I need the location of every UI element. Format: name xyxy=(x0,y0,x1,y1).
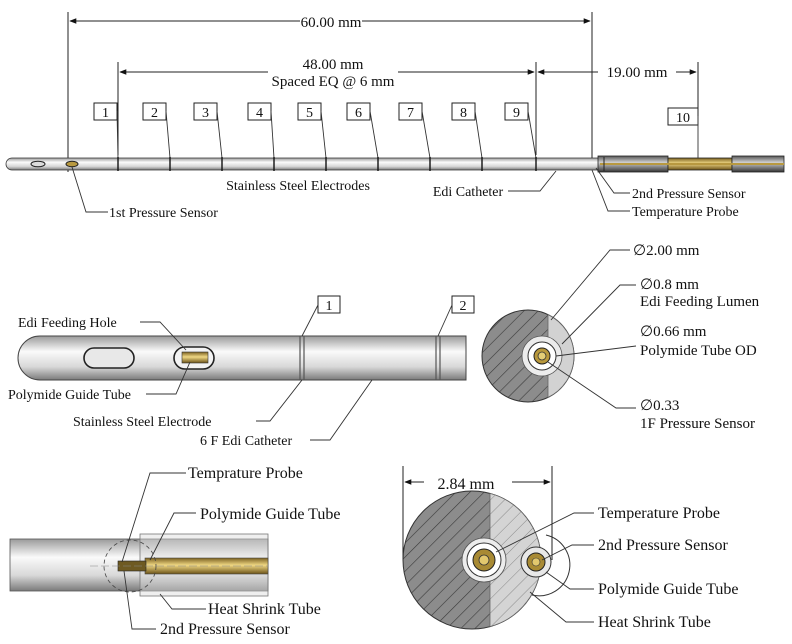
sensor-core xyxy=(537,351,547,361)
leader-pressure1 xyxy=(71,166,108,213)
leader-feeding-hole xyxy=(140,321,187,351)
label-guide-tube-bl: Polymide Guide Tube xyxy=(200,506,340,523)
dim-spacing-note: Spaced EQ @ 6 mm xyxy=(272,74,395,90)
electrode-number: 10 xyxy=(676,111,690,126)
label-tube-name: Polymide Tube OD xyxy=(640,343,757,359)
electrode-marker: 3 xyxy=(193,102,223,171)
electrode-marker: 4 xyxy=(247,102,275,171)
electrode-marker: 9 xyxy=(504,102,537,171)
leader-d-lumen xyxy=(561,284,636,345)
leader-pressure2 xyxy=(595,167,630,194)
leader-guide-tube-bl xyxy=(149,512,196,561)
label-heat-shrink-br: Heat Shrink Tube xyxy=(598,614,711,631)
catheter-body xyxy=(5,157,601,171)
pressure-sensor-enlarged xyxy=(181,351,209,364)
leader-catheter xyxy=(508,170,557,192)
label-sensor-name: 1F Pressure Sensor xyxy=(640,416,755,432)
label-temperature: Temperature Probe xyxy=(632,205,739,220)
label-temprature: Temprature Probe xyxy=(188,465,303,482)
feeding-hole xyxy=(30,160,46,168)
leader-temperature xyxy=(591,169,630,212)
dim-spacing-value: 48.00 mm xyxy=(303,57,364,73)
leader-temperature-br xyxy=(495,512,594,553)
label-d-tube: ∅0.66 mm xyxy=(640,324,707,340)
label-d-sensor: ∅0.33 xyxy=(640,398,679,414)
electrode-number: 5 xyxy=(306,106,313,121)
electrode-marker: 7 xyxy=(398,102,431,171)
label-guide-tube: Polymide Guide Tube xyxy=(8,388,131,403)
callout-2: 2 xyxy=(460,299,467,314)
label-pressure2-bl: 2nd Pressure Sensor xyxy=(160,621,290,638)
pressure-core-br xyxy=(531,557,541,567)
leader-pressure2-br xyxy=(541,544,594,561)
label-lumen-name: Edi Feeding Lumen xyxy=(640,294,760,310)
leader-catheter-6f xyxy=(310,379,373,441)
electrode-number: 7 xyxy=(407,106,414,121)
bottom-left-detail: Temprature Probe Polymide Guide Tube Hea… xyxy=(9,465,340,638)
electrode-number: 1 xyxy=(102,106,109,121)
electrode-marker: 6 xyxy=(346,102,379,171)
label-catheter: Edi Catheter xyxy=(433,185,504,200)
leader-d-sensor xyxy=(547,361,636,409)
callout-box-1 xyxy=(317,295,341,314)
label-heat-shrink-bl: Heat Shrink Tube xyxy=(208,601,321,618)
leader-temprature xyxy=(121,472,186,563)
label-electrode: Stainless Steel Electrode xyxy=(73,415,211,430)
label-pressure2-br: 2nd Pressure Sensor xyxy=(598,537,728,554)
leader-d-tube xyxy=(555,345,637,357)
label-pressure1: 1st Pressure Sensor xyxy=(109,206,218,221)
electrode-number: 6 xyxy=(355,106,362,121)
label-pressure2: 2nd Pressure Sensor xyxy=(632,187,746,202)
feeding-hole-enlarged xyxy=(83,347,135,369)
electrode-number: 3 xyxy=(202,106,209,121)
catheter-enlarged xyxy=(17,335,467,381)
leader-pressure2-bl xyxy=(123,570,156,630)
leader-guide-tube xyxy=(146,361,191,395)
leader-callout-2 xyxy=(437,304,453,337)
electrode-number: 9 xyxy=(513,106,520,121)
electrode-markers: 1 2 3 4 xyxy=(93,102,699,171)
dim-tip-text: 19.00 mm xyxy=(607,65,668,81)
top-view: 60.00 mm 48.00 mm Spaced EQ @ 6 mm 19.00… xyxy=(5,12,785,221)
electrode-number: 8 xyxy=(460,106,467,121)
callout-1: 1 xyxy=(326,299,333,314)
electrode-marker: 8 xyxy=(451,102,483,171)
leader-heat-shrink-bl xyxy=(159,593,206,610)
electrode-marker: 10 xyxy=(667,107,699,158)
label-electrodes: Stainless Steel Electrodes xyxy=(226,179,370,194)
electrode-number: 2 xyxy=(151,106,158,121)
bottom-right-section: 2.84 mm Temperature Probe 2nd Pressure S… xyxy=(402,466,738,631)
electrode-number: 4 xyxy=(256,106,263,121)
dim-overall-text: 60.00 mm xyxy=(301,15,362,31)
heat-shrink-outline xyxy=(531,534,571,597)
pressure-sensor-1-window xyxy=(65,160,79,168)
electrode-marker: 5 xyxy=(297,102,327,171)
label-d-outer: ∅2.00 mm xyxy=(633,243,700,259)
dim-width-text: 2.84 mm xyxy=(438,476,495,493)
callout-box-2 xyxy=(451,295,475,314)
temperature-core-br xyxy=(478,554,490,566)
leader-electrode xyxy=(256,379,303,422)
label-temperature-br: Temperature Probe xyxy=(598,505,720,522)
electrode-marker: 1 xyxy=(93,102,119,171)
leader-guide-tube-br xyxy=(545,571,594,590)
leader-heat-shrink-br xyxy=(529,591,594,623)
label-guide-tube-br: Polymide Guide Tube xyxy=(598,581,738,598)
cross-section: ∅2.00 mm ∅0.8 mm Edi Feeding Lumen ∅0.66… xyxy=(481,243,760,432)
label-d-lumen: ∅0.8 mm xyxy=(640,277,699,293)
leader-callout-1 xyxy=(301,304,319,337)
label-catheter-6f: 6 F Edi Catheter xyxy=(200,434,292,449)
middle-view: 1 2 Edi Feeding Hole Polymide Guide Tube… xyxy=(8,295,475,449)
label-feeding-hole: Edi Feeding Hole xyxy=(18,316,117,331)
leader-d-outer xyxy=(550,249,630,321)
electrode-marker: 2 xyxy=(142,102,171,171)
